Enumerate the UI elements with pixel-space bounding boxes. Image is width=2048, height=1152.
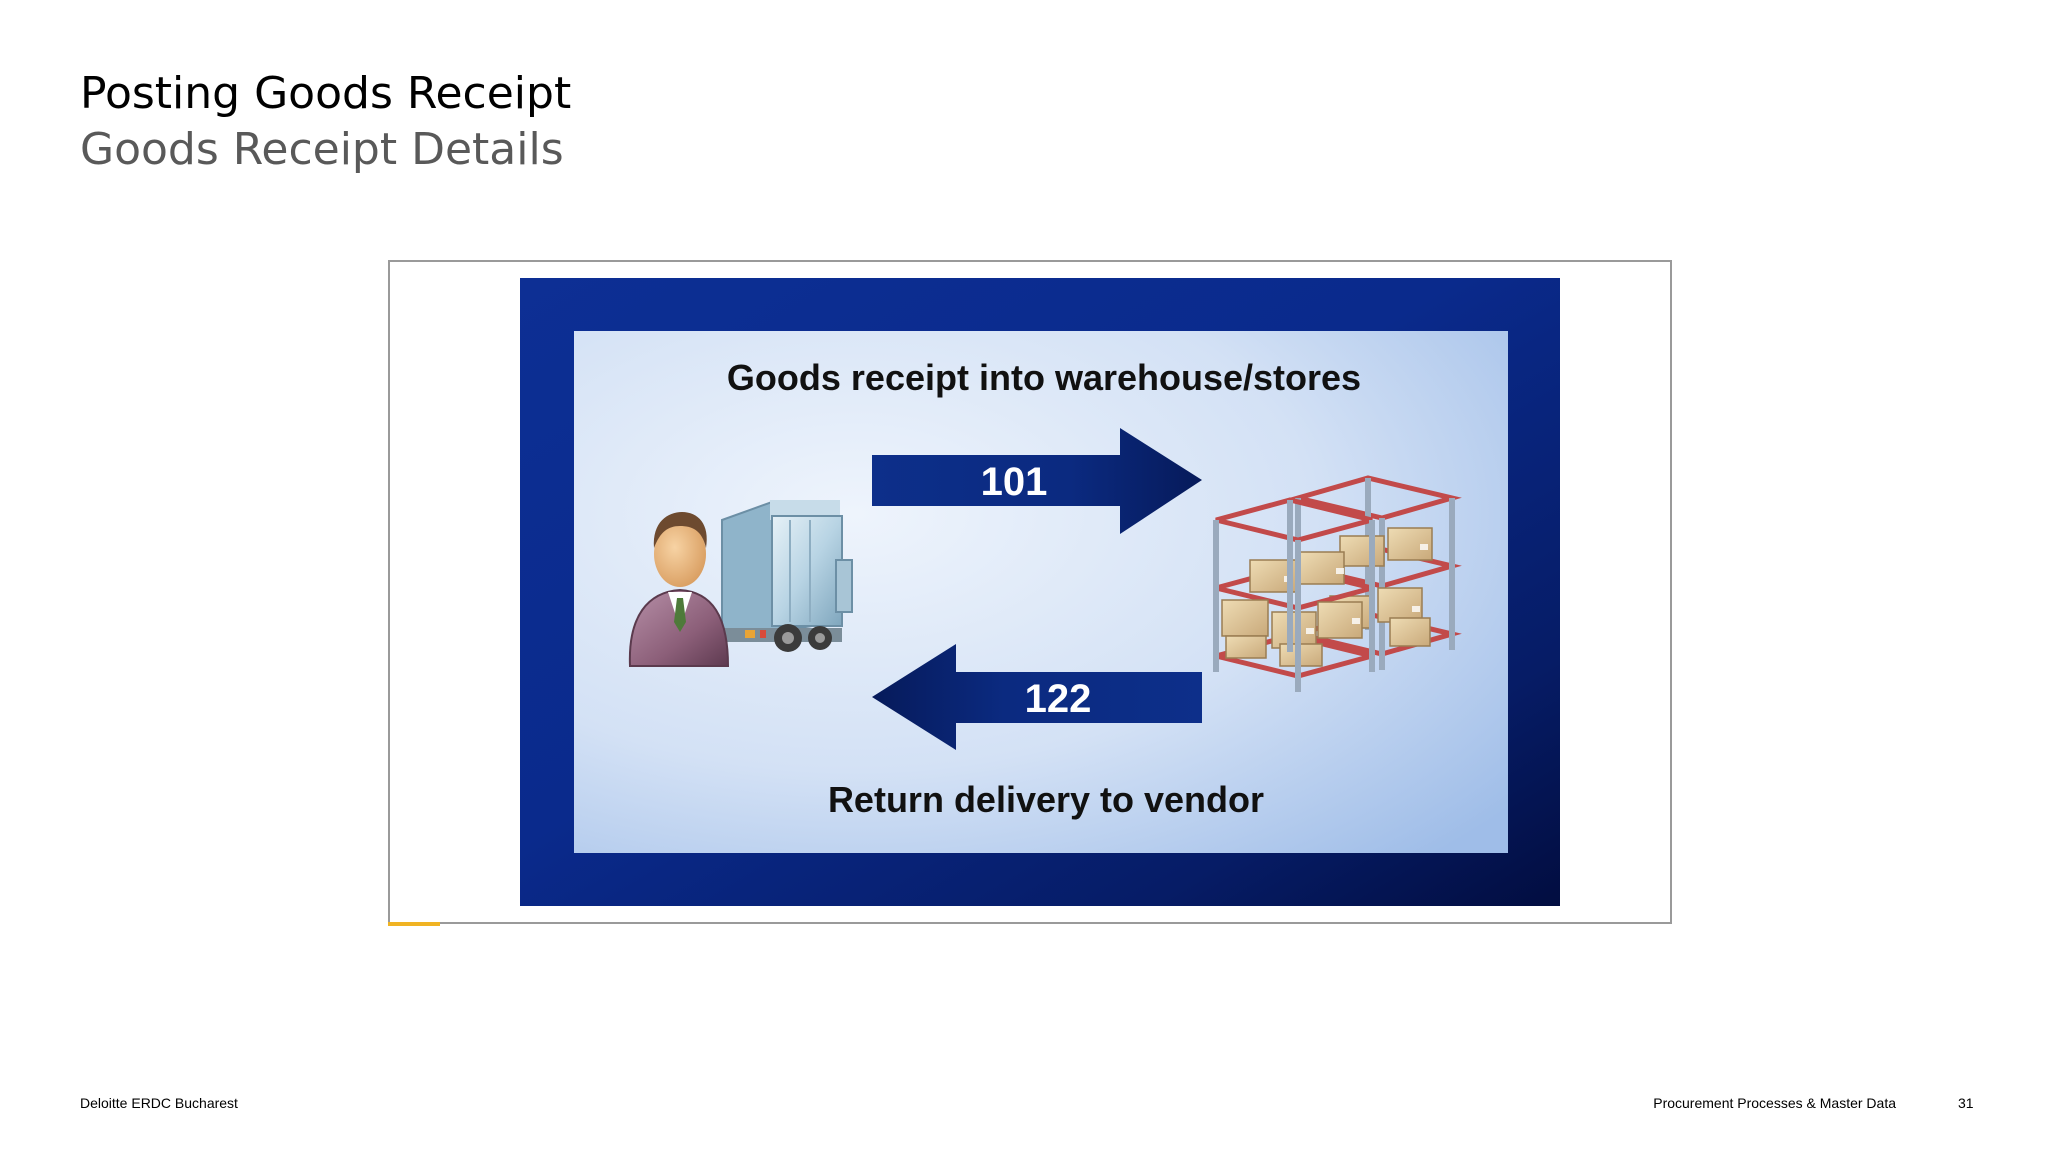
vendor-person-icon: [628, 512, 730, 667]
top-caption: Goods receipt into warehouse/stores: [727, 357, 1361, 398]
warehouse-shelves-icon: [1213, 475, 1462, 692]
return-delivery-arrow: [872, 644, 1202, 750]
figure-accent-bar: [388, 922, 440, 926]
slide-title: Posting Goods Receipt: [80, 68, 572, 119]
bottom-caption: Return delivery to vendor: [828, 779, 1264, 820]
return-delivery-movement-type: 122: [1025, 677, 1092, 721]
page-number: 31: [1958, 1095, 1974, 1111]
footer-organization: Deloitte ERDC Bucharest: [80, 1095, 238, 1111]
goods-receipt-arrow: [872, 428, 1202, 534]
footer-course-title: Procurement Processes & Master Data: [1653, 1095, 1896, 1111]
delivery-truck-icon: [721, 500, 853, 652]
goods-receipt-movement-type: 101: [981, 460, 1048, 504]
slide-subtitle: Goods Receipt Details: [80, 124, 564, 175]
